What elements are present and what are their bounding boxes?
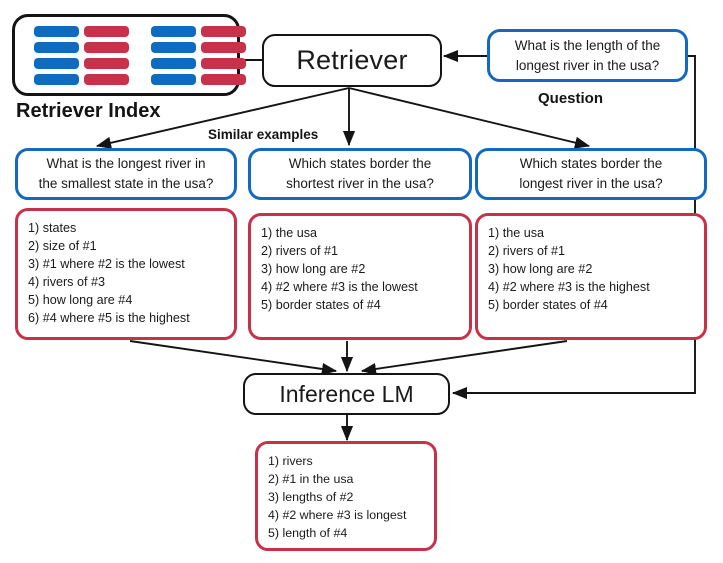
example-2-line-1: Which states border the xyxy=(288,156,432,172)
output-step: 1) rivers xyxy=(268,454,313,468)
index-chip-red xyxy=(84,74,129,85)
example-question-box-3[interactable]: Which states border the longest river in… xyxy=(475,148,707,200)
example-decomposition-box-3[interactable]: 1) the usa 2) rivers of #1 3) how long a… xyxy=(475,213,707,340)
index-chip-blue xyxy=(34,74,79,85)
retriever-index-grid xyxy=(34,26,246,90)
decomp-step: 1) the usa xyxy=(261,226,318,240)
index-chip-red xyxy=(201,26,246,37)
index-chip-blue xyxy=(34,42,79,53)
decomp-step: 5) border states of #4 xyxy=(488,298,608,312)
example-2-line-2: shortest river in the usa? xyxy=(286,176,434,191)
index-grid-gap xyxy=(134,42,146,53)
output-step: 4) #2 where #3 is longest xyxy=(268,507,407,522)
question-caption: Question xyxy=(538,90,604,107)
example-3-line-1: Which states border the xyxy=(519,156,663,172)
example-decomposition-box-2[interactable]: 1) the usa 2) rivers of #1 3) how long a… xyxy=(248,213,472,340)
output-step: 3) lengths of #2 xyxy=(268,489,354,504)
decomp-step: 1) states xyxy=(28,221,77,235)
decomp-step: 2) rivers of #1 xyxy=(488,244,565,258)
decomp-step: 5) border states of #4 xyxy=(261,298,381,312)
index-chip-blue xyxy=(151,74,196,85)
decomp-step: 3) how long are #2 xyxy=(261,262,366,276)
decomp-step: 4) rivers of #3 xyxy=(28,275,105,289)
index-chip-blue xyxy=(151,42,196,53)
example-1-line-1: What is the longest river in xyxy=(46,156,206,172)
decomp-step: 2) size of #1 xyxy=(28,239,97,253)
inference-lm-label: Inference LM xyxy=(279,380,414,407)
input-question-line-1: What is the length of the xyxy=(514,37,661,53)
index-chip-blue xyxy=(34,26,79,37)
example-question-box-1[interactable]: What is the longest river in the smalles… xyxy=(15,148,237,200)
retriever-index-panel xyxy=(12,14,246,96)
example-decomposition-box-1[interactable]: 1) states 2) size of #1 3) #1 where #2 i… xyxy=(15,208,237,340)
index-chip-blue xyxy=(151,58,196,69)
decomp-step: 4) #2 where #3 is the highest xyxy=(488,280,650,294)
input-question-line-2: longest river in the usa? xyxy=(515,57,660,73)
index-chip-red xyxy=(201,74,246,85)
index-chip-red xyxy=(84,26,129,37)
output-step: 2) #1 in the usa xyxy=(268,471,354,486)
similar-examples-caption: Similar examples xyxy=(208,127,319,142)
decomp-step: 4) #2 where #3 is the lowest xyxy=(261,280,418,294)
example-question-box-2[interactable]: Which states border the shortest river i… xyxy=(248,148,472,200)
retriever-index-caption: Retriever Index xyxy=(16,100,161,122)
decomp-step: 2) rivers of #1 xyxy=(261,244,338,258)
input-question-box[interactable]: What is the length of the longest river … xyxy=(487,29,688,82)
retriever-box[interactable]: Retriever xyxy=(262,34,442,87)
example-3-line-2: longest river in the usa? xyxy=(519,176,663,191)
index-chip-blue xyxy=(151,26,196,37)
index-chip-red xyxy=(84,58,129,69)
edge-decomp-3-to-inference xyxy=(360,340,568,375)
index-chip-red xyxy=(84,42,129,53)
decomp-step: 3) how long are #2 xyxy=(488,262,593,276)
retriever-label: Retriever xyxy=(296,45,408,75)
decomp-step: 1) the usa xyxy=(488,226,545,240)
edge-decomp-1-to-inference xyxy=(129,340,338,375)
index-grid-gap xyxy=(134,26,146,37)
decomp-step: 6) #4 where #5 is the highest xyxy=(28,311,190,325)
index-chip-red xyxy=(201,42,246,53)
index-grid-gap xyxy=(134,58,146,69)
index-grid-gap xyxy=(134,74,146,85)
index-chip-blue xyxy=(34,58,79,69)
output-decomposition-box[interactable]: 1) rivers 2) #1 in the usa 3) lengths of… xyxy=(255,441,437,551)
output-step: 5) length of #4 xyxy=(268,525,348,540)
decomp-step: 3) #1 where #2 is the lowest xyxy=(28,257,185,271)
inference-lm-box[interactable]: Inference LM xyxy=(243,373,450,415)
decomp-step: 5) how long are #4 xyxy=(28,293,133,307)
index-chip-red xyxy=(201,58,246,69)
example-1-line-2: the smallest state in the usa? xyxy=(38,176,214,191)
